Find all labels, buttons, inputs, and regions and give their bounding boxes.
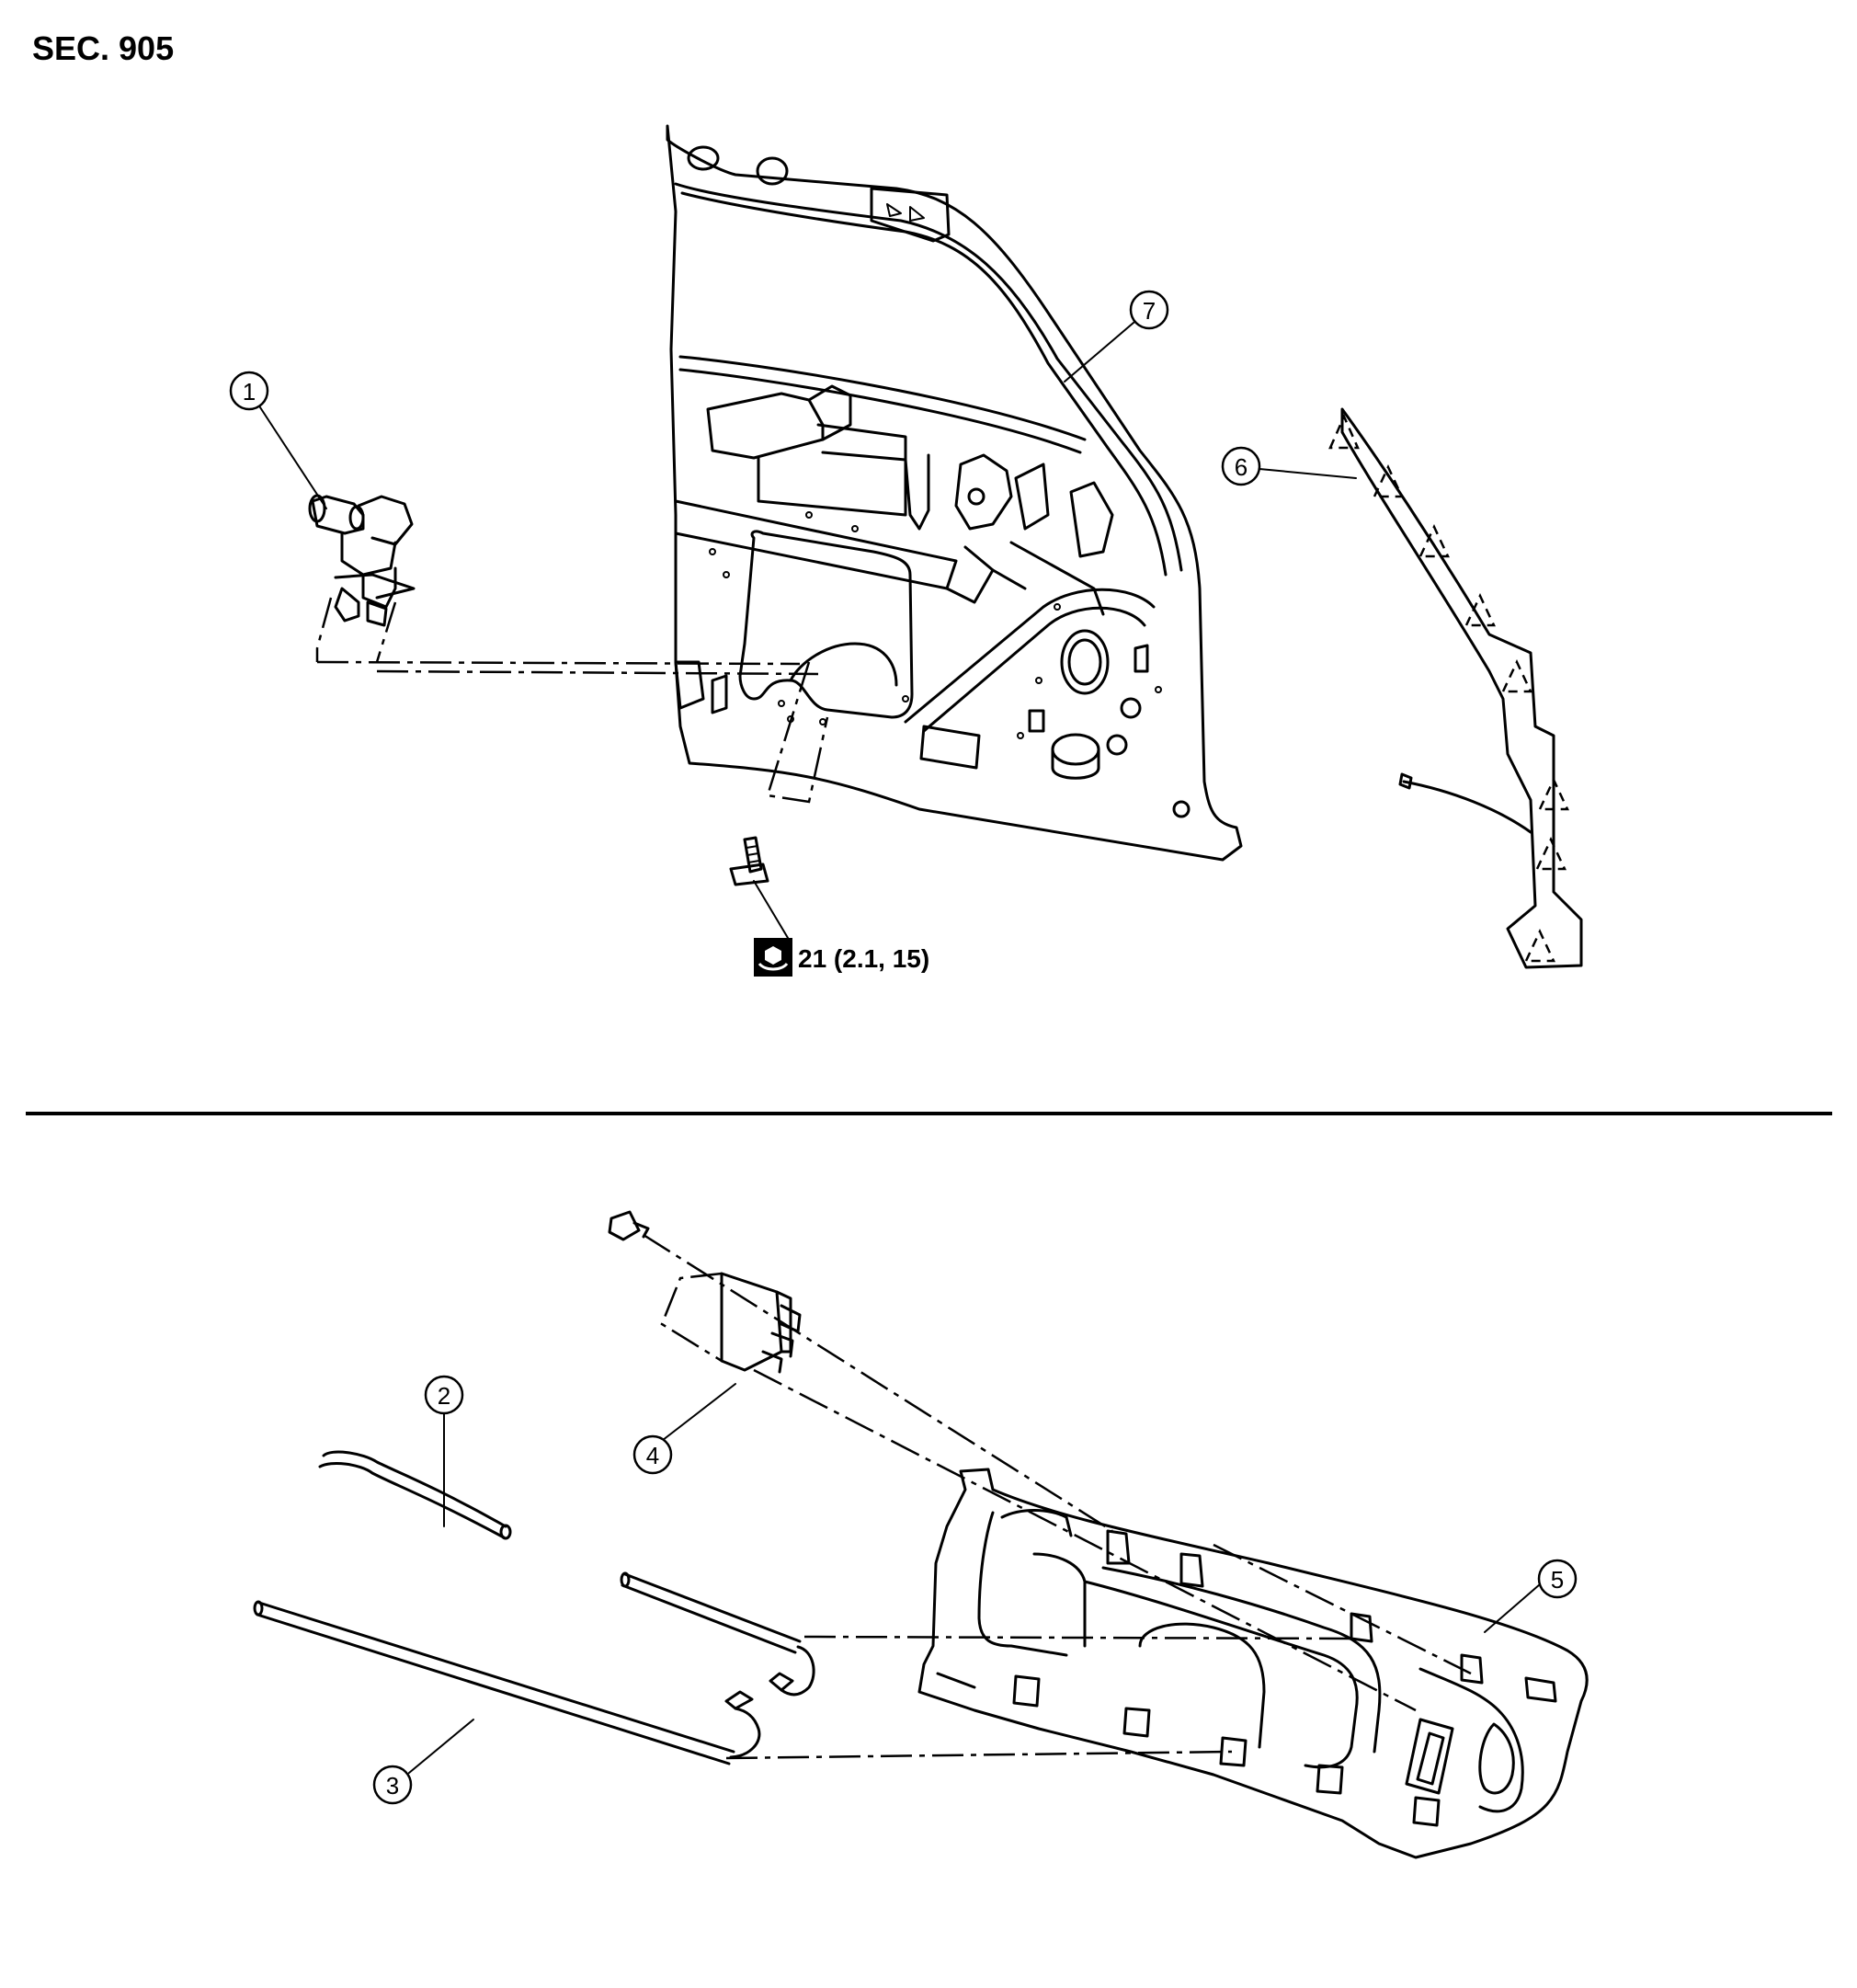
torque-spec: 21 (2.1, 15)	[754, 938, 929, 977]
callout-6-label: 6	[1235, 453, 1247, 481]
part-5-trim-panel	[917, 1468, 1589, 1859]
callout-4-label: 4	[646, 1442, 659, 1469]
callout-7: 7	[1129, 290, 1169, 330]
callout-5: 5	[1537, 1559, 1578, 1599]
middle-rod	[620, 1571, 815, 1697]
callout-4: 4	[632, 1434, 673, 1475]
clip-triangles	[1328, 413, 1569, 963]
callout-5-label: 5	[1551, 1566, 1564, 1594]
leader-lines	[257, 316, 1541, 1774]
callout-6: 6	[1221, 446, 1261, 486]
callout-3: 3	[372, 1765, 413, 1805]
callout-2-label: 2	[438, 1382, 450, 1410]
part-1-assembly	[308, 494, 416, 663]
assembly-lines-bottom	[643, 1233, 1472, 1760]
torque-value: 21 (2.1, 15)	[798, 944, 929, 973]
panel-holes	[709, 511, 1162, 739]
callout-1-label: 1	[243, 378, 256, 406]
door-bolt	[729, 836, 769, 886]
callout-1: 1	[229, 371, 269, 411]
assembly-lines-top	[316, 660, 829, 804]
wrench-torque-icon	[754, 938, 792, 977]
part-6-weatherstrip	[1328, 407, 1583, 969]
callout-7-label: 7	[1143, 297, 1156, 325]
part-3-rod	[253, 1600, 761, 1765]
panel-clips	[1012, 1529, 1557, 1827]
part-2-rod	[318, 1450, 512, 1540]
part-4-module	[660, 1272, 802, 1374]
section-label: SEC. 905	[32, 29, 175, 67]
module-bolt	[608, 1210, 650, 1241]
callout-3-label: 3	[386, 1772, 399, 1799]
door-panel	[666, 124, 1243, 862]
callout-2: 2	[424, 1375, 464, 1415]
